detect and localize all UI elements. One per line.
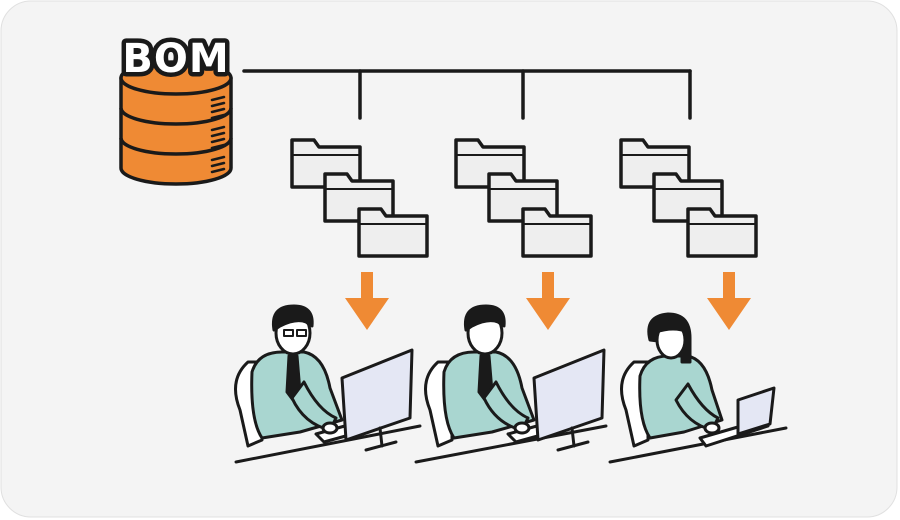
worker-with-laptop-icon — [608, 312, 788, 464]
worker-with-desktop-icon — [414, 304, 608, 464]
bom-label-group: BOM BOM — [118, 32, 233, 87]
bom-label: BOM — [122, 36, 229, 82]
bom-label-outline: BOM — [122, 36, 229, 82]
connector-lines — [242, 69, 692, 120]
worker-with-desktop-icon — [234, 304, 422, 464]
database-icon — [119, 60, 233, 186]
